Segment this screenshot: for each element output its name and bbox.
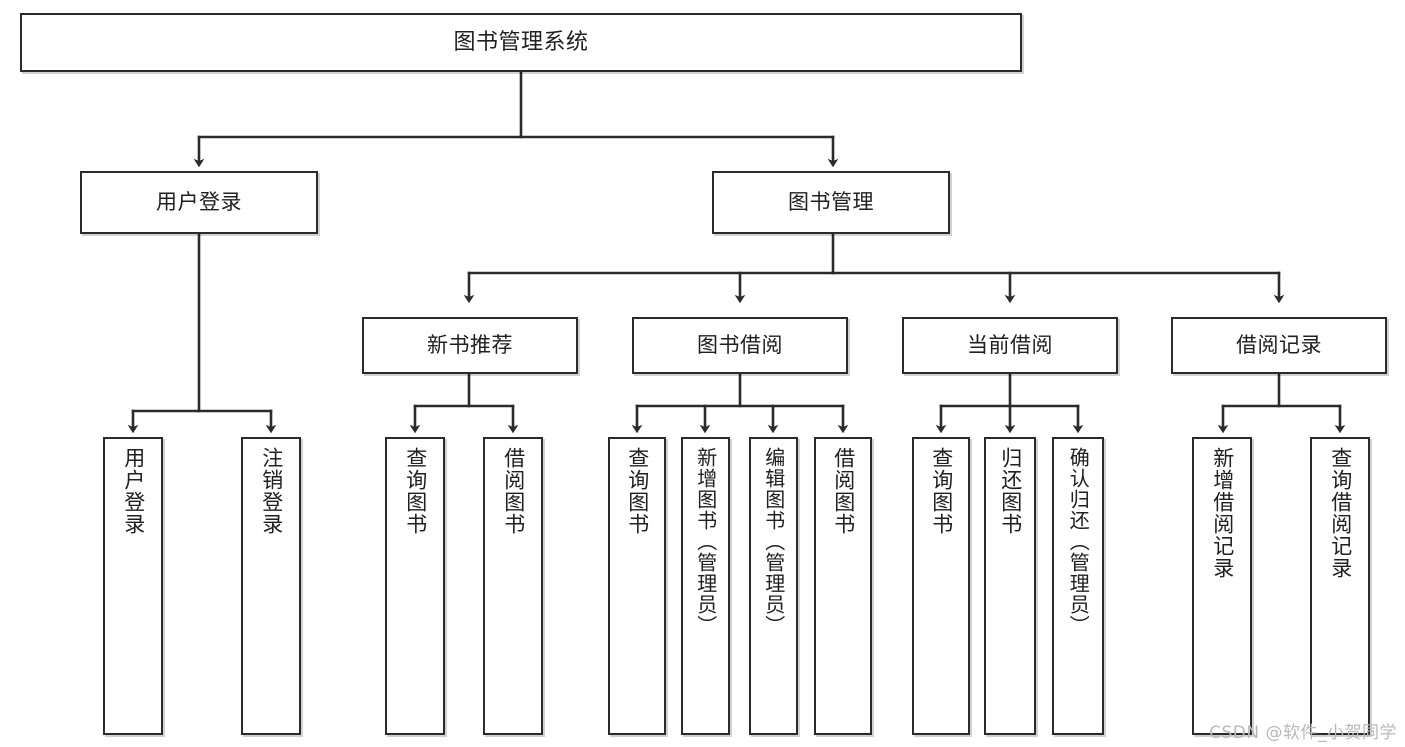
node-label: 当前借阅 [967,333,1053,358]
node-root-system[interactable]: 图书管理系统 [20,13,1022,72]
node-label: 借阅图书 [501,447,526,535]
node-label: 查询借阅记录 [1328,447,1353,579]
leaf-user-login-login[interactable]: 用户登录 [103,437,163,735]
node-label: 图书借阅 [697,333,783,358]
leaf-record-query-record[interactable]: 查询借阅记录 [1310,437,1370,735]
leaf-current-confirm-return-admin[interactable]: 确认归还（管理员） [1052,437,1104,735]
node-label: 确认归还（管理员） [1066,447,1091,636]
node-label: 查询图书 [929,447,954,535]
node-book-management[interactable]: 图书管理 [712,171,950,234]
node-user-login[interactable]: 用户登录 [80,171,318,234]
leaf-current-query-book[interactable]: 查询图书 [912,437,970,735]
node-label: 编辑图书（管理员） [761,447,786,636]
node-book-borrow[interactable]: 图书借阅 [632,317,848,374]
node-label: 查询图书 [403,447,428,535]
leaf-record-add-record[interactable]: 新增借阅记录 [1192,437,1252,735]
node-label: 用户登录 [156,190,242,215]
leaf-borrow-query-book[interactable]: 查询图书 [608,437,666,735]
leaf-borrow-borrow-book[interactable]: 借阅图书 [814,437,872,735]
leaf-borrow-edit-book-admin[interactable]: 编辑图书（管理员） [749,437,798,735]
leaf-new-book-query[interactable]: 查询图书 [385,437,445,735]
node-new-book-recommend[interactable]: 新书推荐 [362,317,578,374]
node-label: 借阅记录 [1236,333,1322,358]
node-label: 用户登录 [121,447,146,535]
node-label: 注销登录 [259,447,284,535]
node-label: 图书管理系统 [453,29,589,55]
node-current-borrow[interactable]: 当前借阅 [902,317,1118,374]
leaf-borrow-add-book-admin[interactable]: 新增图书（管理员） [681,437,730,735]
watermark-text: CSDN @软件_小贺同学 [1209,723,1397,743]
node-label: 新增图书（管理员） [693,447,718,636]
node-borrow-record[interactable]: 借阅记录 [1171,317,1387,374]
node-label: 归还图书 [998,447,1023,535]
node-label: 借阅图书 [831,447,856,535]
node-label: 图书管理 [788,190,874,215]
leaf-new-book-borrow[interactable]: 借阅图书 [483,437,543,735]
leaf-user-login-logout[interactable]: 注销登录 [241,437,301,735]
node-label: 新增借阅记录 [1210,447,1235,579]
leaf-current-return-book[interactable]: 归还图书 [984,437,1036,735]
node-label: 查询图书 [625,447,650,535]
node-label: 新书推荐 [427,333,513,358]
